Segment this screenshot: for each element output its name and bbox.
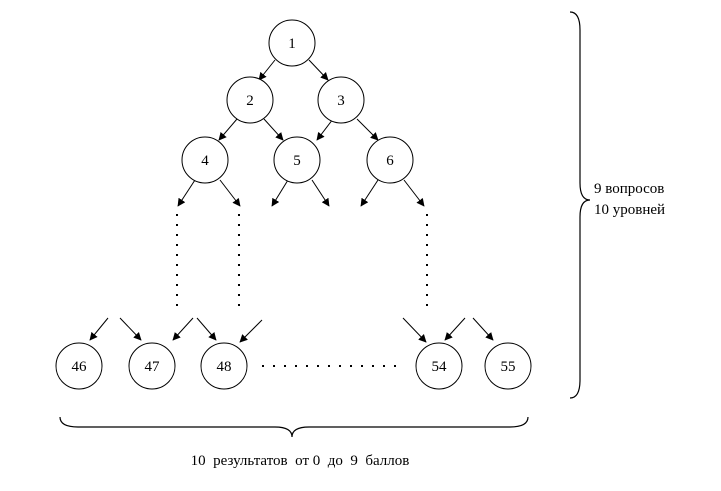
node-label: 6 <box>386 153 394 169</box>
stub-4-left <box>177 179 196 207</box>
node-6: 6 <box>366 136 414 184</box>
edge-1-3 <box>308 59 329 81</box>
node-47: 47 <box>128 342 176 390</box>
stub-5-right <box>311 179 330 207</box>
arrow-into-55 <box>472 317 494 341</box>
results-label: 10 результатов от 0 до 9 баллов <box>191 453 410 469</box>
node-circle <box>273 136 321 184</box>
stub-5-left <box>271 179 289 207</box>
node-label: 1 <box>288 36 296 52</box>
node-circle <box>268 19 316 67</box>
node-1: 1 <box>268 19 316 67</box>
node-2: 2 <box>226 76 274 124</box>
node-label: 55 <box>501 359 516 375</box>
node-circle <box>181 136 229 184</box>
node-circle <box>226 76 274 124</box>
arrow-into-48-a <box>196 317 217 341</box>
node-55: 55 <box>484 342 532 390</box>
node-label: 4 <box>201 153 209 169</box>
edge-2-5 <box>263 118 284 141</box>
arrow-into-46 <box>89 317 109 341</box>
node-label: 54 <box>432 359 448 375</box>
stub-6-left <box>360 179 379 207</box>
edge-3-6 <box>356 118 379 141</box>
node-48: 48 <box>200 342 248 390</box>
level3-stubs <box>177 179 425 207</box>
arrow-into-47-b <box>172 317 194 341</box>
bottom-curly-brace <box>59 416 529 438</box>
node-circle <box>200 342 248 390</box>
edge-2-4 <box>218 118 238 141</box>
node-46: 46 <box>55 342 103 390</box>
arrow-into-48-b <box>239 319 263 343</box>
node-circle <box>317 76 365 124</box>
node-4: 4 <box>181 136 229 184</box>
node-circle <box>128 342 176 390</box>
node-54: 54 <box>415 342 463 390</box>
node-label: 5 <box>293 153 301 169</box>
node-circle <box>484 342 532 390</box>
node-circle <box>415 342 463 390</box>
node-3: 3 <box>317 76 365 124</box>
edge-1-2 <box>258 59 276 81</box>
node-label: 47 <box>145 359 161 375</box>
stub-4-right <box>219 179 241 207</box>
bottom-arrows <box>89 317 494 343</box>
arrow-into-54-a <box>402 317 427 343</box>
arrow-into-47-a <box>119 317 142 341</box>
node-label: 48 <box>217 359 232 375</box>
edge-3-5 <box>316 118 334 141</box>
node-5: 5 <box>273 136 321 184</box>
node-label: 2 <box>246 93 254 109</box>
tree-edges <box>218 59 379 141</box>
stub-6-right <box>403 179 425 207</box>
levels-label-line2: 10 уровней <box>594 202 665 218</box>
node-circle <box>366 136 414 184</box>
node-label: 3 <box>337 93 345 109</box>
right-curly-brace <box>569 11 591 399</box>
arrow-into-54-b <box>444 317 466 341</box>
node-circle <box>55 342 103 390</box>
levels-label-line1: 9 вопросов <box>594 181 664 197</box>
node-label: 46 <box>72 359 88 375</box>
dotted-continuations <box>176 214 428 310</box>
